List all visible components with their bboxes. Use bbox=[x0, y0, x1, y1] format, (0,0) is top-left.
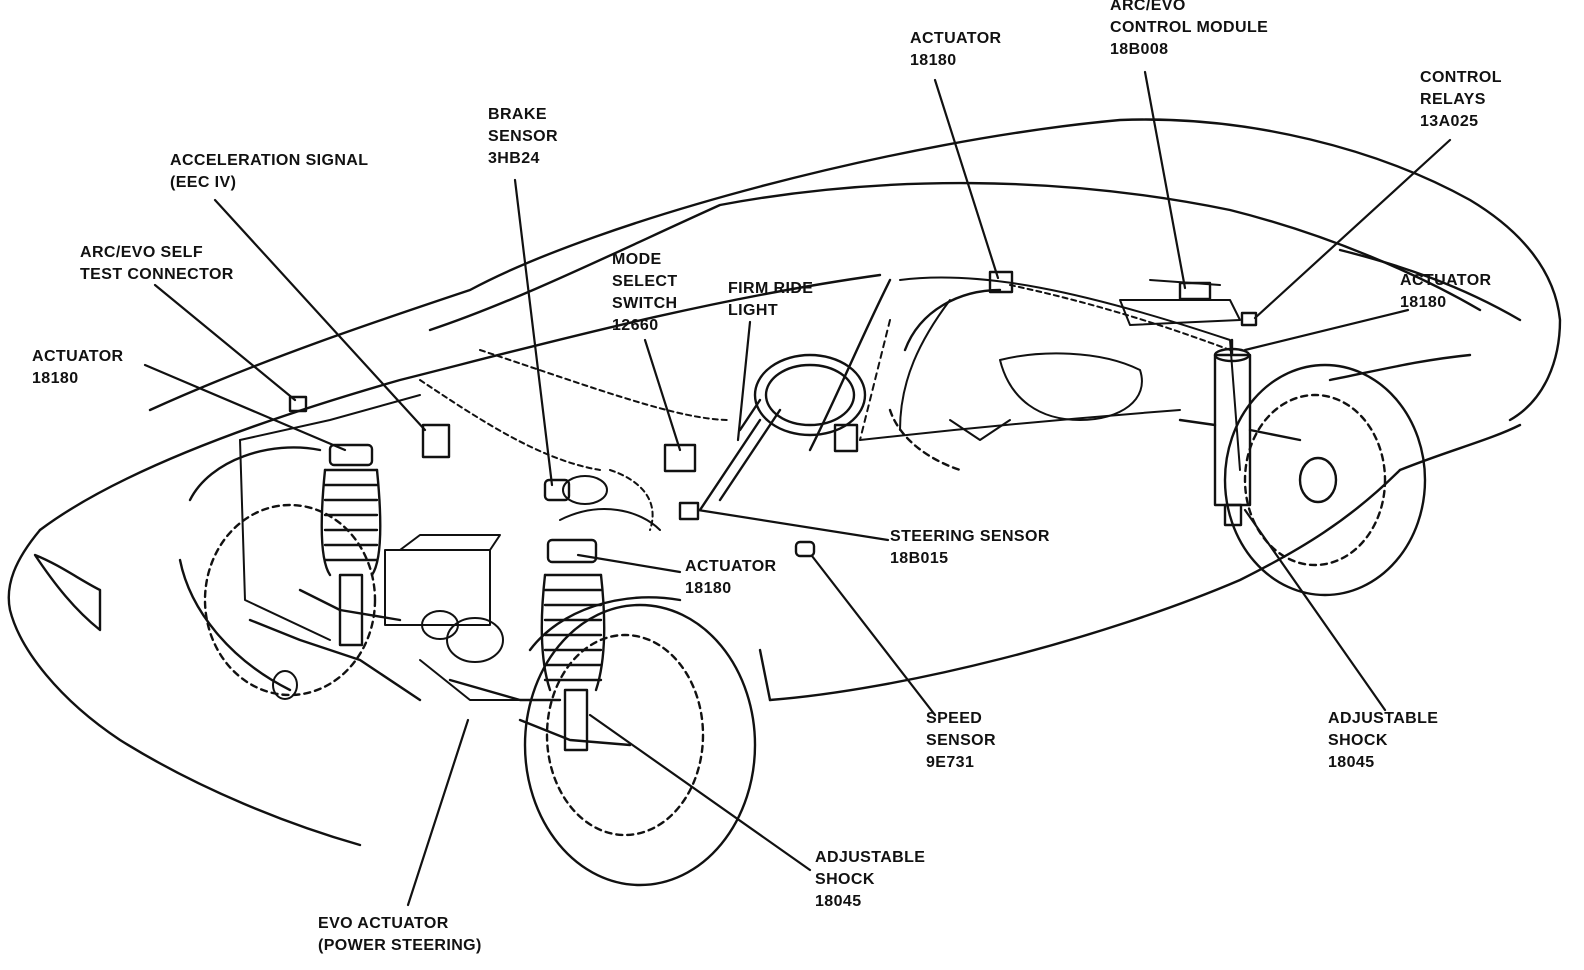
leader-actuator-front bbox=[576, 553, 682, 574]
label-adjustable-shock-rear: ADJUSTABLE SHOCK 18045 bbox=[1328, 710, 1439, 771]
leader-self-test bbox=[153, 283, 297, 402]
control-module-part bbox=[1178, 281, 1212, 301]
label-arc-evo-control-module: ARC/EVO CONTROL MODULE 18B008 bbox=[1110, 0, 1269, 58]
mode-select-switch-part bbox=[663, 443, 697, 473]
rear-right-wheel bbox=[1223, 363, 1427, 597]
label-actuator-top: ACTUATOR 18180 bbox=[910, 30, 1002, 69]
label-actuator-right: ACTUATOR 18180 bbox=[1400, 272, 1492, 311]
brake-sensor-part bbox=[543, 478, 571, 502]
label-adjustable-shock-front: ADJUSTABLE SHOCK 18045 bbox=[815, 849, 926, 910]
label-steering-sensor: STEERING SENSOR 18B015 bbox=[890, 528, 1050, 567]
label-brake-sensor: BRAKE SENSOR 3HB24 bbox=[488, 106, 558, 167]
label-speed-sensor: SPEED SENSOR 9E731 bbox=[926, 710, 996, 771]
front-left-strut bbox=[248, 443, 422, 702]
leader-acceleration-signal bbox=[213, 198, 427, 432]
label-mode-select-switch: MODE SELECT SWITCH 12660 bbox=[612, 251, 678, 334]
rear-actuator-part bbox=[988, 270, 1014, 294]
firm-ride-light-part bbox=[833, 423, 859, 453]
front-right-wheel bbox=[523, 596, 757, 887]
leader-actuator-top bbox=[933, 78, 1000, 280]
leader-evo-actuator bbox=[406, 718, 470, 907]
label-acceleration-signal: ACCELERATION SIGNAL (EEC IV) bbox=[170, 152, 369, 191]
control-relays-part bbox=[1240, 311, 1258, 327]
chassis-frame bbox=[239, 276, 1241, 641]
label-actuator-left: ACTUATOR 18180 bbox=[32, 348, 124, 387]
leader-speed-sensor bbox=[810, 554, 937, 717]
leader-shock-front bbox=[588, 713, 812, 872]
self-test-connector bbox=[288, 395, 308, 413]
label-control-relays: CONTROL RELAYS 13A025 bbox=[1420, 69, 1502, 130]
leader-steering-sensor bbox=[696, 508, 890, 542]
speed-sensor-part bbox=[794, 540, 816, 558]
car-body-outline bbox=[7, 118, 1562, 847]
leader-actuator-left bbox=[143, 363, 347, 452]
front-left-wheel bbox=[178, 446, 377, 697]
engine-components bbox=[272, 475, 661, 701]
label-firm-ride-light: FIRM RIDE LIGHT bbox=[728, 280, 814, 319]
rear-left-wheel bbox=[888, 288, 1002, 472]
leader-shock-rear bbox=[1243, 508, 1387, 712]
leader-lines bbox=[143, 70, 1452, 907]
leader-control-module bbox=[1143, 70, 1187, 290]
leader-actuator-right bbox=[1243, 308, 1410, 352]
label-self-test-connector: ARC/EVO SELF TEST CONNECTOR bbox=[80, 244, 234, 283]
leader-control-relays bbox=[1253, 138, 1452, 320]
leader-firm-ride bbox=[736, 320, 752, 442]
label-actuator-front: ACTUATOR 18180 bbox=[685, 558, 777, 597]
acceleration-connector bbox=[421, 423, 451, 459]
front-right-strut bbox=[448, 538, 632, 752]
component-boxes bbox=[288, 270, 1258, 558]
rear-right-shock bbox=[1178, 338, 1302, 527]
leader-mode-switch bbox=[643, 338, 682, 452]
label-evo-actuator: EVO ACTUATOR (POWER STEERING) bbox=[318, 915, 482, 954]
steering-sensor-part bbox=[678, 501, 700, 521]
steering-wheel bbox=[698, 353, 867, 512]
leader-brake-sensor bbox=[513, 178, 554, 487]
